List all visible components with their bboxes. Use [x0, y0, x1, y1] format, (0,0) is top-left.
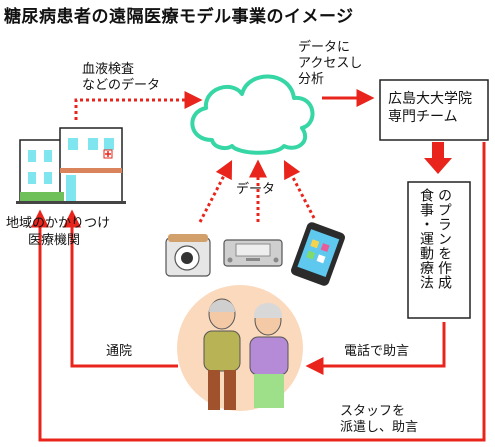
blood-pressure-monitor-icon	[165, 234, 211, 277]
elderly-couple-icon	[177, 285, 303, 411]
clinic-label-line1: 地域のかかりつけ	[6, 216, 111, 231]
blood-test-label-line2: などのデータ	[82, 78, 161, 93]
data-label: データ	[236, 182, 276, 197]
access-label-line3: 分析	[298, 72, 325, 87]
cloud-icon	[190, 74, 315, 155]
plan-label-line2: のプランを作成	[436, 188, 452, 290]
staff-label-line2: 派遣し、助言	[340, 420, 419, 435]
arrow-bp-to-cloud	[198, 160, 233, 223]
staff-label-line1: スタッフを	[340, 404, 406, 419]
arrow-phone-to-cloud	[283, 160, 316, 219]
university-team-box	[379, 79, 489, 141]
flow-arrows	[31, 89, 486, 442]
page-title: 糖尿病患者の遠隔医療モデル事業のイメージ	[4, 7, 354, 27]
access-label-line2: アクセスし	[298, 56, 363, 71]
smartphone-icon	[291, 222, 345, 286]
plan-label-line1: 食事・運動療法	[418, 188, 434, 290]
visit-label: 通院	[106, 344, 133, 359]
clinic-building-icon	[16, 127, 126, 204]
arrow-university-to-plan	[424, 142, 452, 174]
scale-icon	[223, 239, 283, 267]
arrow-visit-clinic	[63, 209, 178, 368]
plan-box	[407, 181, 471, 319]
clinic-label-line2: 医療機関	[28, 233, 81, 248]
phone-advice-label: 電話で助言	[344, 344, 410, 359]
arrow-phone-advice	[305, 322, 446, 375]
arrow-staff-dispatch	[31, 142, 486, 442]
university-label-line1: 広島大大学院	[388, 91, 472, 107]
university-label-line2: 専門チーム	[388, 109, 458, 125]
arrow-clinic-to-cloud	[74, 91, 203, 120]
access-label-line1: データに	[298, 40, 351, 55]
blood-test-label-line1: 血液検査	[82, 62, 135, 77]
